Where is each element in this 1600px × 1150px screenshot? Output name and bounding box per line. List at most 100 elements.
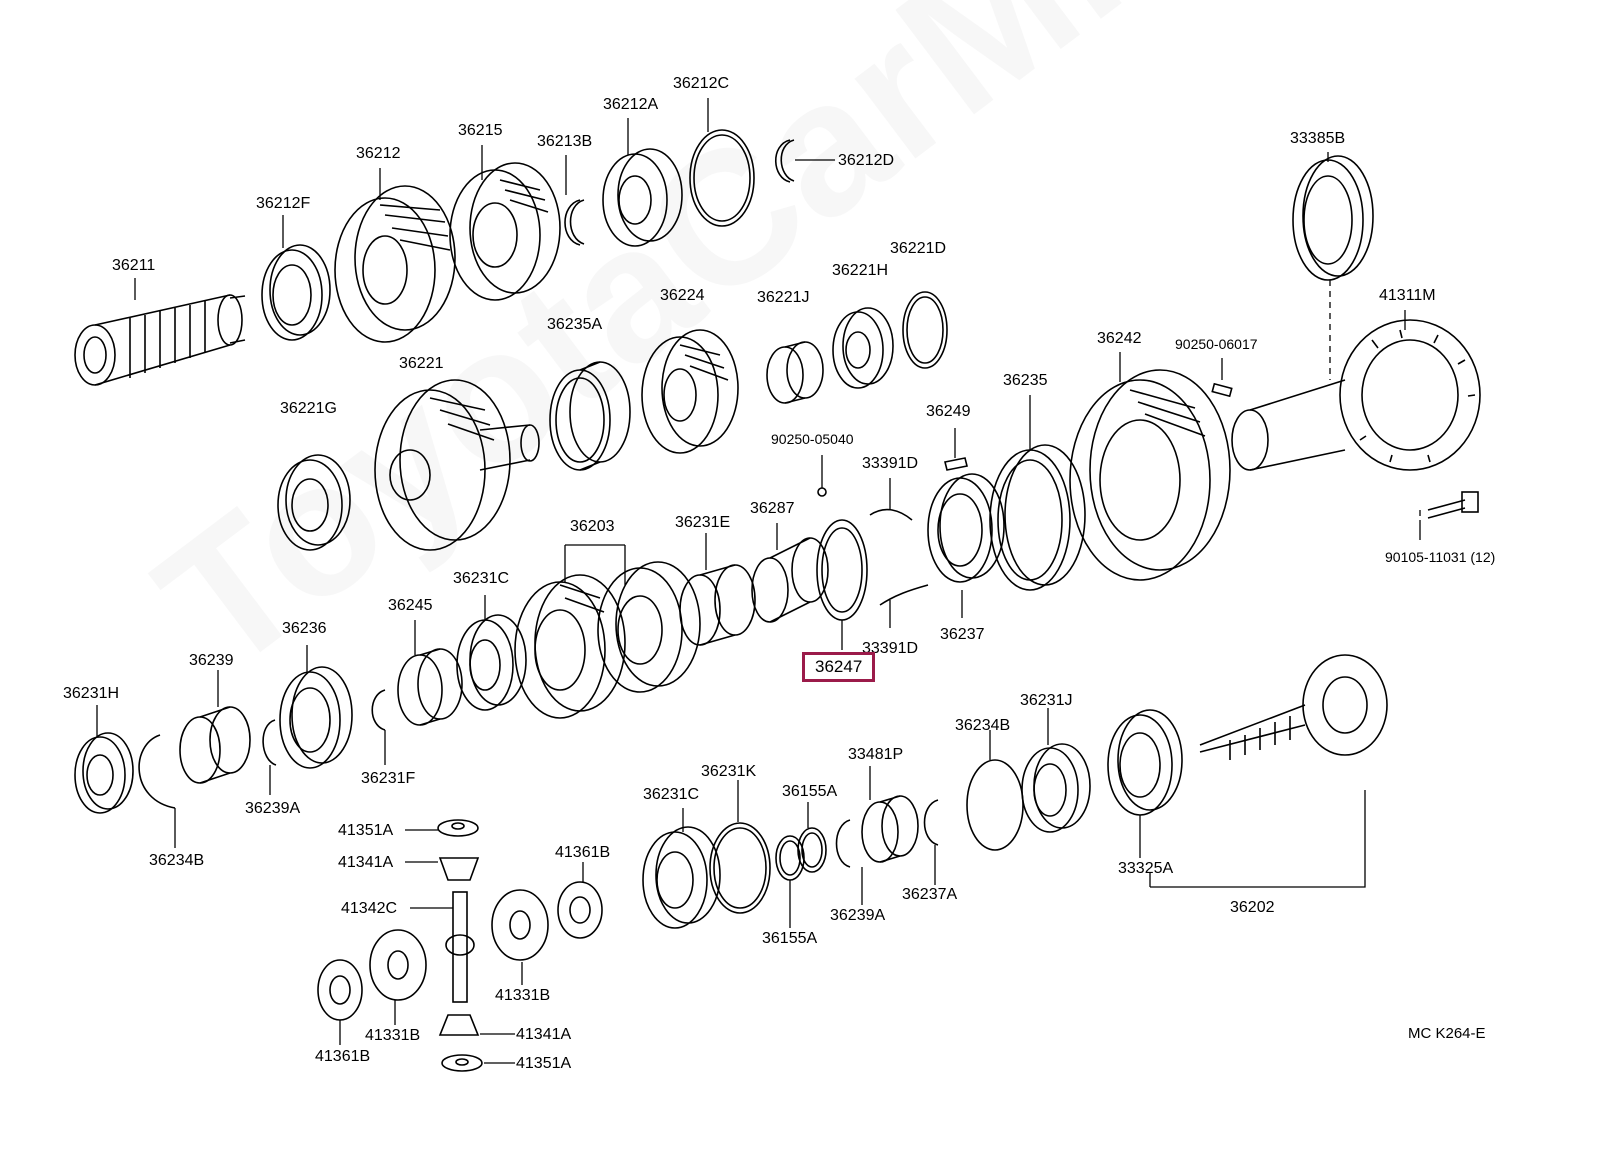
label-33391D-bottom[interactable]: 33391D — [862, 640, 919, 657]
label-90250-06017[interactable]: 90250-06017 — [1175, 336, 1258, 352]
label-36231C-bottom[interactable]: 36231C — [643, 786, 700, 803]
part-36203-gear-pair[interactable] — [514, 561, 701, 719]
label-41351A-top[interactable]: 41351A — [338, 822, 394, 839]
label-36212C[interactable]: 36212C — [673, 75, 730, 92]
part-36231K-ring[interactable] — [709, 822, 771, 914]
label-36234B-right[interactable]: 36234B — [955, 717, 1011, 734]
part-36237-hub[interactable] — [927, 473, 1005, 583]
part-41311M-flange[interactable] — [1231, 319, 1481, 471]
label-36211[interactable]: 36211 — [112, 257, 156, 274]
label-36237[interactable]: 36237 — [940, 626, 985, 643]
label-36242[interactable]: 36242 — [1097, 330, 1142, 347]
label-36212D[interactable]: 36212D — [838, 152, 895, 169]
label-36239[interactable]: 36239 — [189, 652, 234, 669]
part-41341A-pinion-bottom[interactable] — [438, 1014, 480, 1036]
part-36213B-snap-ring[interactable] — [564, 199, 585, 246]
part-36221H-bearing[interactable] — [832, 307, 894, 389]
part-33391D-shifting-key-top[interactable] — [869, 508, 913, 521]
part-36155A-washer-bottom[interactable] — [775, 835, 805, 881]
label-36287[interactable]: 36287 — [750, 500, 795, 517]
label-41361B-left[interactable]: 41361B — [315, 1048, 371, 1065]
label-41361B-right[interactable]: 41361B — [555, 844, 611, 861]
label-36231C-top[interactable]: 36231C — [453, 570, 510, 587]
part-41341A-pinion-top[interactable] — [438, 857, 480, 881]
part-36212F-bearing[interactable] — [261, 244, 331, 341]
part-36221-counter-gear[interactable] — [374, 379, 540, 551]
label-36235A[interactable]: 36235A — [547, 316, 603, 333]
part-36231H-bearing[interactable] — [74, 732, 134, 814]
part-41361B-washer-left[interactable] — [317, 959, 363, 1021]
part-36212D-snap-ring[interactable] — [775, 139, 795, 183]
label-36155A-top[interactable]: 36155A — [782, 783, 838, 800]
label-36237A[interactable]: 36237A — [902, 886, 958, 903]
part-36231F-snap-ring[interactable] — [371, 689, 386, 731]
part-36239-sleeve[interactable] — [179, 706, 251, 784]
part-36234B-snap-ring-right[interactable] — [966, 759, 1024, 851]
part-41351A-washer-top[interactable] — [437, 819, 479, 837]
label-36155A-bottom[interactable]: 36155A — [762, 930, 818, 947]
label-36203[interactable]: 36203 — [570, 518, 615, 535]
label-36224[interactable]: 36224 — [660, 287, 705, 304]
part-36212C-ring[interactable] — [689, 129, 755, 227]
label-41341A-top[interactable]: 41341A — [338, 854, 394, 871]
label-36231E[interactable]: 36231E — [675, 514, 731, 531]
label-36221D[interactable]: 36221D — [890, 240, 947, 257]
part-36224-gear[interactable] — [641, 329, 739, 454]
part-41342C-pinion-shaft[interactable] — [445, 891, 475, 1003]
label-36213B[interactable]: 36213B — [537, 133, 593, 150]
label-36247-highlighted[interactable]: 36247 — [802, 652, 876, 682]
part-36239A-snap-ring-left[interactable] — [262, 719, 277, 766]
label-41341A-bottom[interactable]: 41341A — [516, 1026, 572, 1043]
part-36221G-bearing[interactable] — [277, 454, 351, 551]
part-36212-gear[interactable] — [334, 185, 456, 343]
part-41351A-washer-bottom[interactable] — [441, 1054, 483, 1072]
label-36236[interactable]: 36236 — [282, 620, 327, 637]
part-36215-gear[interactable] — [449, 162, 561, 301]
part-33391D-shifting-key-bottom[interactable] — [879, 584, 929, 606]
part-36231C-bearing-bottom[interactable] — [642, 826, 721, 929]
label-36231K[interactable]: 36231K — [701, 763, 757, 780]
part-41331B-side-gear-right[interactable] — [491, 889, 549, 961]
part-36221J-roller-cage[interactable] — [766, 341, 824, 404]
label-33325A[interactable]: 33325A — [1118, 860, 1174, 877]
label-36239A-left[interactable]: 36239A — [245, 800, 301, 817]
label-33481P[interactable]: 33481P — [848, 746, 904, 763]
label-41342C[interactable]: 41342C — [341, 900, 398, 917]
part-36231E-needle-bearing[interactable] — [679, 564, 756, 646]
label-41331B-right[interactable]: 41331B — [495, 987, 551, 1004]
label-90250-05040[interactable]: 90250-05040 — [771, 431, 854, 447]
label-36249[interactable]: 36249 — [926, 403, 971, 420]
label-36215[interactable]: 36215 — [458, 122, 503, 139]
label-36231F[interactable]: 36231F — [361, 770, 416, 787]
part-36211-output-shaft[interactable] — [74, 294, 246, 386]
part-33385B-seal[interactable] — [1292, 155, 1374, 281]
label-36212[interactable]: 36212 — [356, 145, 401, 162]
label-36234B-left[interactable]: 36234B — [149, 852, 205, 869]
part-36236-synchro[interactable] — [279, 666, 353, 769]
part-36287-sleeve[interactable] — [751, 537, 829, 623]
part-36155A-washer-top[interactable] — [797, 827, 827, 873]
label-41331B-left[interactable]: 41331B — [365, 1027, 421, 1044]
label-36235[interactable]: 36235 — [1003, 372, 1048, 389]
label-36221[interactable]: 36221 — [399, 355, 444, 372]
part-36239A-snap-ring-right[interactable] — [835, 819, 851, 868]
label-36212F[interactable]: 36212F — [256, 195, 311, 212]
part-36242-drive-gear[interactable] — [1069, 369, 1231, 581]
label-36221H[interactable]: 36221H — [832, 262, 889, 279]
label-36239A-right[interactable]: 36239A — [830, 907, 886, 924]
label-36231J[interactable]: 36231J — [1020, 692, 1073, 709]
part-90105-11031-bolt[interactable] — [1427, 491, 1479, 519]
label-36221G[interactable]: 36221G — [280, 400, 337, 417]
label-36212A[interactable]: 36212A — [603, 96, 659, 113]
part-36231J-bearing[interactable] — [1021, 743, 1091, 833]
part-36245-hub[interactable] — [397, 648, 463, 726]
part-90250-05040-ball[interactable] — [817, 487, 827, 497]
label-33385B[interactable]: 33385B — [1290, 130, 1346, 147]
part-41331B-side-gear-left[interactable] — [369, 929, 427, 1001]
part-36234B-snap-ring-left[interactable] — [138, 734, 176, 809]
label-90105-11031[interactable]: 90105-11031 (12) — [1385, 549, 1496, 565]
part-36202-output-flange[interactable] — [1199, 654, 1388, 760]
part-36237A-snap-ring[interactable] — [923, 799, 939, 846]
part-36212A-bearing[interactable] — [602, 148, 683, 247]
label-36202[interactable]: 36202 — [1230, 899, 1275, 916]
